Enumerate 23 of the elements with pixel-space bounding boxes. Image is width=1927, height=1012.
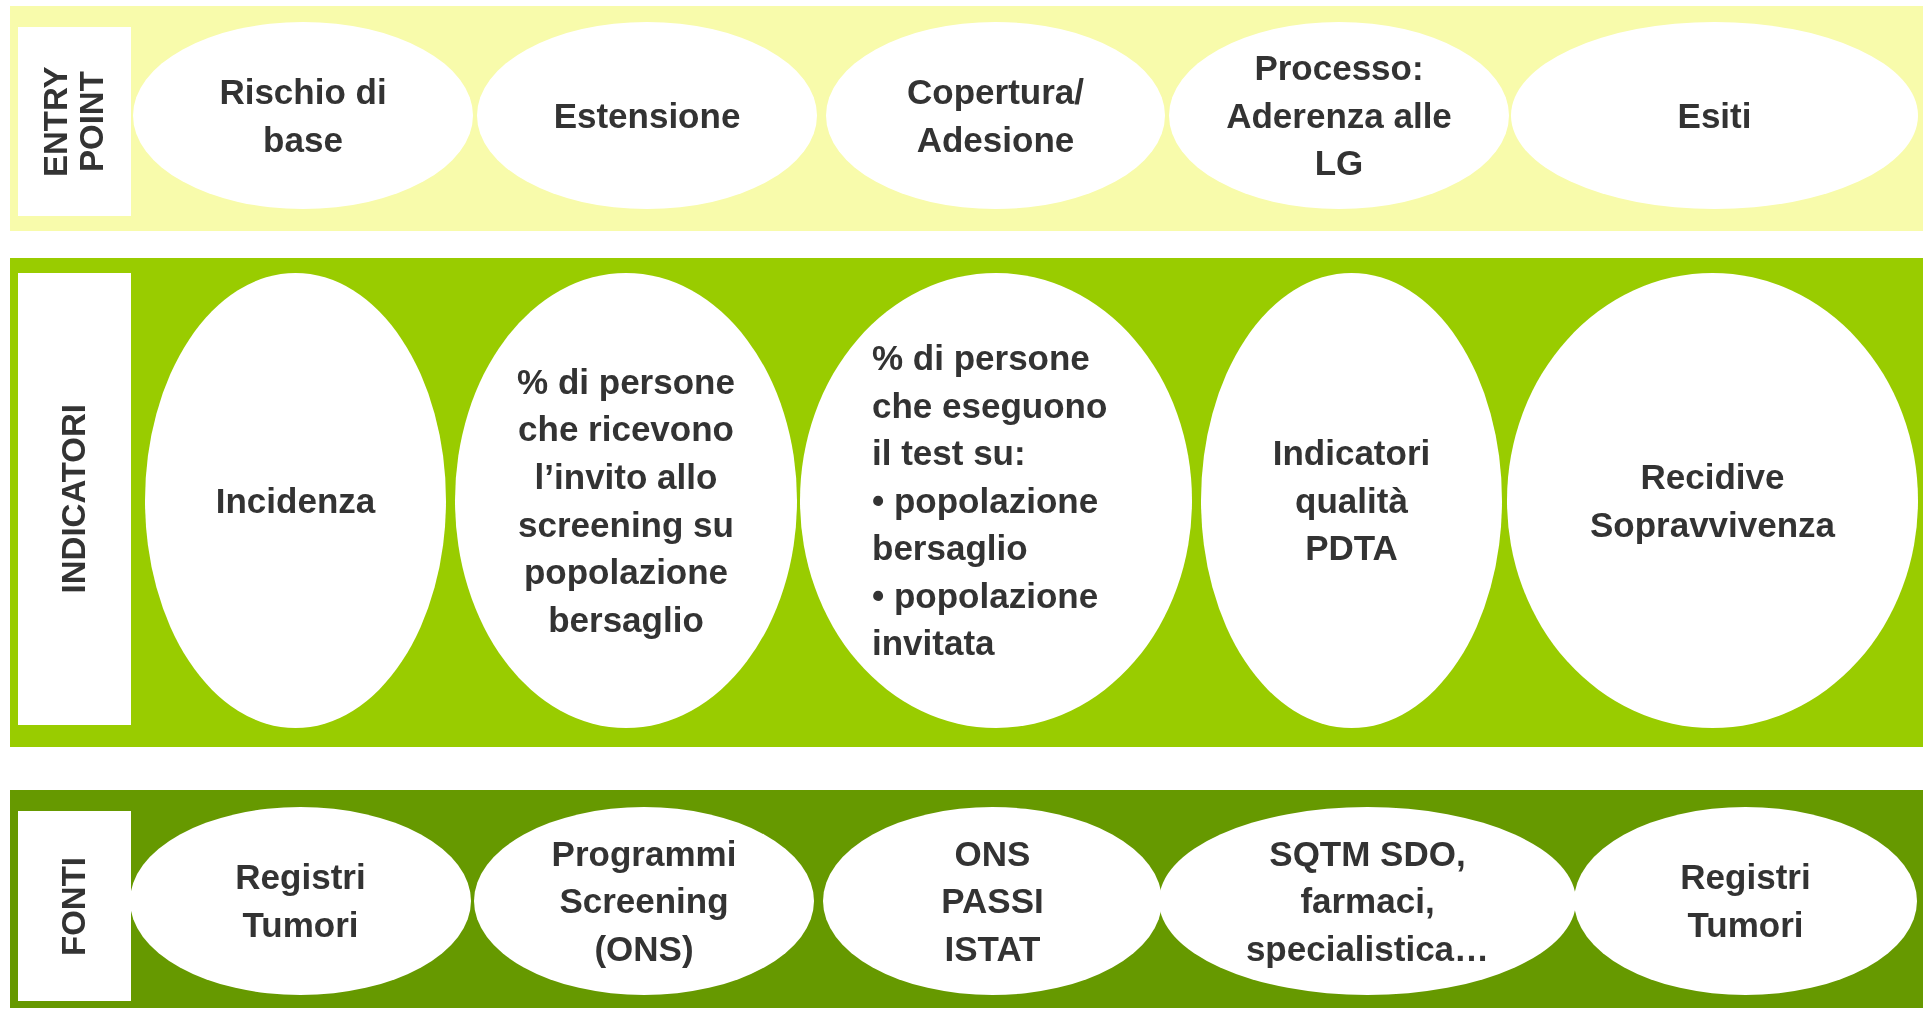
node-text: % di persone che ricevono l’invito allo screening su popolazione bersaglio — [516, 360, 736, 641]
node-text: Indicatori qualità PDTA — [1271, 432, 1432, 570]
node-text: Recidive Sopravvivenza — [1588, 455, 1837, 546]
node-text: Incidenza — [215, 479, 376, 522]
band-label: FONTI — [18, 811, 131, 1001]
node-text: Registri Tumori — [1679, 856, 1812, 946]
node-text: Esiti — [1677, 94, 1752, 137]
node-text: SQTM SDO, farmaci, specialistica… — [1244, 832, 1491, 970]
node-text: Estensione — [553, 94, 741, 137]
node-text: Processo: Aderenza alle LG — [1225, 47, 1453, 185]
band-panel — [10, 790, 1923, 1008]
node-text: Registri Tumori — [234, 856, 367, 946]
node-text: % di persone che eseguono il test su: — [872, 336, 1109, 475]
node-text: • popolazione bersaglio — [872, 479, 1100, 570]
node-text: Copertura/ Adesione — [906, 70, 1085, 161]
band-panel — [10, 258, 1923, 747]
node-text: ONS PASSI ISTAT — [940, 832, 1045, 970]
node-text: Rischio di base — [218, 70, 388, 161]
node-text: • popolazione invitata — [872, 574, 1100, 665]
band-label: INDICATORI — [18, 273, 131, 725]
node-text: Programmi Screening (ONS) — [550, 832, 738, 970]
band-label: ENTRY POINT — [18, 27, 131, 216]
band-panel — [10, 6, 1923, 231]
